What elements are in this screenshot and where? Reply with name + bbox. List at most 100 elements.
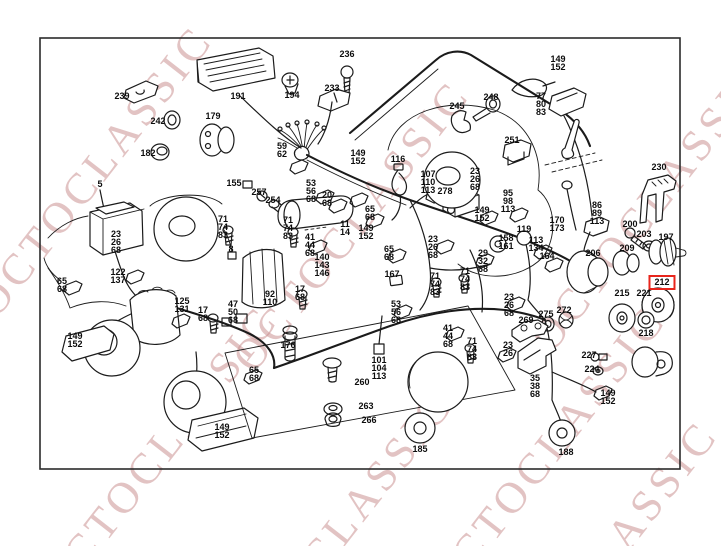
part-label[interactable]: 35 38 68 [529,373,541,399]
part-label[interactable]: 65 68 [364,204,376,222]
part-label[interactable]: 194 [284,90,300,100]
part-label[interactable]: 149 152 [474,205,490,223]
part-label[interactable]: 221 [636,288,652,298]
part-label[interactable]: 149 152 [350,148,366,166]
part-label[interactable]: 71 74 83 [429,271,441,297]
relay-cylinder-icon [199,123,235,157]
part-label[interactable]: 65 68 [248,365,260,383]
part-label[interactable]: 248 [483,92,499,102]
part-label[interactable]: 176 [280,340,296,350]
part-label[interactable]: 86 89 113 [589,200,605,226]
part-label[interactable]: 41 44 68 [304,232,316,258]
part-label[interactable]: 77 80 83 [535,91,547,117]
part-label[interactable]: 116 [390,154,406,164]
part-label[interactable]: 29 32 68 [477,248,489,274]
part-label[interactable]: 245 [449,101,465,111]
part-label[interactable]: 266 [361,415,377,425]
part-label[interactable]: 206 [585,248,601,258]
part-label[interactable]: 101 104 113 [371,355,387,381]
part-label[interactable]: 275 [538,309,554,319]
part-label[interactable]: 149 152 [67,331,83,349]
upper-right-small-parts [450,87,677,224]
part-label[interactable]: 65 68 [56,276,68,294]
part-label[interactable]: 122 137 [110,267,126,285]
part-label[interactable]: 65 68 [383,244,395,262]
part-label[interactable]: 8 [228,244,234,254]
part-label[interactable]: 23 26 68 [427,234,439,260]
harness-branch-fan [277,119,327,175]
part-label[interactable]: 71 74 83 [282,215,294,241]
part-label[interactable]: 203 [636,229,652,239]
part-label[interactable]: 239 [114,91,130,101]
part-label[interactable]: 200 [622,219,638,229]
part-label[interactable]: 71 74 83 [466,336,478,362]
part-label[interactable]: 41 44 68 [442,323,454,349]
part-label[interactable]: 149 152 [600,388,616,406]
part-label[interactable]: 278 [437,186,453,196]
body-panel-outline [348,50,592,148]
part-label[interactable]: 23 26 68 [469,166,481,192]
part-label[interactable]: 197 [658,232,674,242]
part-label[interactable]: 17 68 [294,284,306,302]
part-label[interactable]: 11 14 [339,219,351,237]
part-label[interactable]: 149 152 [550,54,566,72]
part-label[interactable]: 170 173 [549,215,565,233]
part-label[interactable]: 92 110 [262,289,278,307]
part-label[interactable]: 191 [230,91,246,101]
wire-116-icon [391,163,408,221]
grommet-185-icon [404,351,469,444]
part-label[interactable]: 59 62 [276,141,288,159]
bracket-35-icon [517,337,557,375]
part-label[interactable]: 71 74 83 [217,214,229,240]
part-label[interactable]: 254 [265,195,281,205]
part-label[interactable]: 236 [339,49,355,59]
part-label[interactable]: 23 26 [502,340,514,358]
part-label[interactable]: 167 [384,269,400,279]
part-label[interactable]: 224 [584,364,600,374]
part-label[interactable]: 251 [504,135,520,145]
part-label[interactable]: 47 50 68 [227,299,239,325]
part-label[interactable]: 23 26 68 [110,229,122,255]
part-label[interactable]: 5 [97,179,103,189]
gear-lever-icon [544,118,603,231]
part-label[interactable]: 263 [358,401,374,411]
part-label[interactable]: 158 161 [498,233,514,251]
part-label[interactable]: 113 134 [528,235,544,253]
part-label[interactable]: 149 152 [214,422,230,440]
part-label[interactable]: 95 98 113 [500,188,516,214]
part-label[interactable]: 242 [150,116,166,126]
part-label[interactable]: 269 [518,315,534,325]
part-label[interactable]: 149 152 [358,223,374,241]
part-label[interactable]: 185 [412,444,428,454]
part-label[interactable]: 71 74 83 [459,266,471,292]
part-label[interactable]: 218 [638,328,654,338]
part-label-highlighted[interactable]: 212 [648,275,676,290]
part-label[interactable]: 260 [354,377,370,387]
part-label[interactable]: 164 [539,251,555,261]
part-label[interactable]: 140 143 146 [314,252,330,278]
part-label[interactable]: 179 [205,111,221,121]
part-label[interactable]: 53 56 68 [390,299,402,325]
part-label[interactable]: 257 [251,187,267,197]
part-label[interactable]: 125 131 [174,296,190,314]
part-label[interactable]: 188 [558,447,574,457]
part-label[interactable]: 182 [140,148,156,158]
connector-8-icon [223,229,237,260]
headlight-ring-icon [387,104,554,277]
part-label[interactable]: 53 56 68 [305,178,317,204]
part-label[interactable]: 230 [651,162,667,172]
part-label[interactable]: 233 [324,83,340,93]
part-label[interactable]: 107 110 113 [420,169,436,195]
part-label[interactable]: 17 68 [197,305,209,323]
part-label[interactable]: 215 [614,288,630,298]
horn-icon [61,319,259,452]
part-label[interactable]: 272 [556,305,572,315]
part-label[interactable]: 227 [581,350,597,360]
part-label[interactable]: 155 [226,178,242,188]
part-label[interactable]: 119 [516,224,532,234]
connector-233-icon [317,88,351,112]
part-label[interactable]: 23 26 68 [503,292,515,318]
part-label[interactable]: 209 [619,243,635,253]
part-label[interactable]: 20 68 [321,190,333,208]
